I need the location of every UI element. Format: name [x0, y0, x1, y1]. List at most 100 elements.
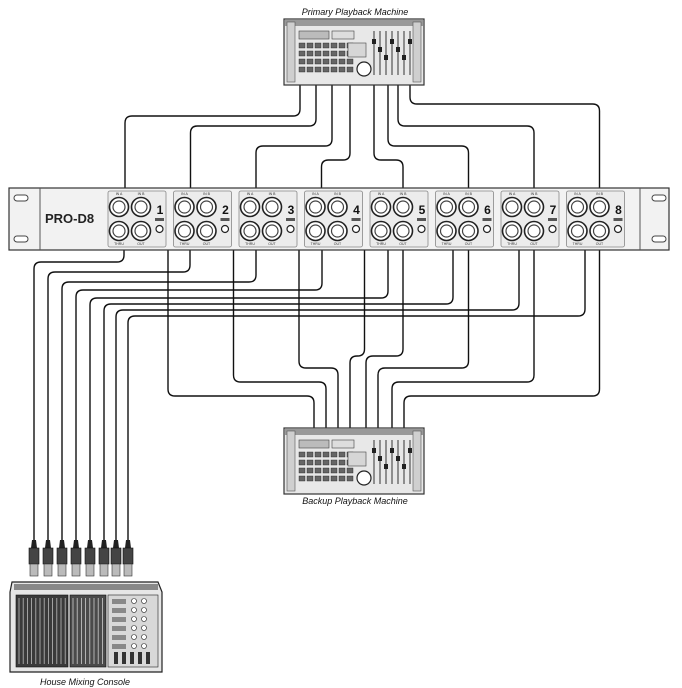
xlr-shell [99, 563, 109, 577]
jack-inner [199, 200, 214, 214]
machine-fader-knob [378, 47, 382, 52]
jack-label-in-a: IN A [378, 192, 385, 196]
jack-inner [177, 200, 192, 214]
machine-button [306, 50, 314, 57]
xlr-shell [71, 563, 81, 577]
machine-button [298, 66, 306, 73]
jack-outer [392, 196, 414, 218]
channel-switch-label [351, 218, 361, 221]
jack-inner [570, 200, 585, 214]
xlr-strain-relief [73, 540, 79, 548]
machine-button [322, 58, 330, 65]
machine-button [322, 42, 330, 49]
channel-switch [220, 224, 230, 234]
jack-label-in-b: IN B [400, 192, 407, 196]
jack-label-out: OUT [465, 242, 473, 246]
channel-switch [417, 224, 426, 234]
jack-inner [243, 224, 257, 238]
primary-to-in-cable [397, 85, 535, 196]
jack-outer [523, 220, 545, 242]
rack-screw-hole [13, 194, 29, 202]
jack-label-in-b: IN B [465, 192, 472, 196]
primary-to-in-cable [189, 85, 317, 196]
primary-to-in-cable [387, 85, 470, 196]
machine-panel [347, 42, 367, 58]
machine-fader-knob [390, 448, 394, 453]
jack-outer [523, 196, 545, 218]
machine-button [322, 475, 330, 482]
jack-label-in-b: IN B [531, 192, 538, 196]
xlr-shell [111, 563, 121, 577]
machine-display [298, 30, 330, 40]
machine-button [330, 58, 338, 65]
jack-inner [199, 224, 214, 238]
xlr-shell [57, 563, 67, 577]
machine-button [346, 475, 354, 482]
xlr-body [110, 547, 122, 565]
channel-switch [548, 224, 557, 234]
channel-switch-label [286, 218, 295, 221]
primary-to-in-cable [255, 85, 333, 196]
jack-inner [505, 224, 519, 238]
console-master-control [112, 608, 126, 613]
machine-top-strip [285, 20, 423, 26]
jack-label-in-b: IN B [203, 192, 210, 196]
channel-number: 4 [353, 203, 360, 217]
jack-inner [461, 200, 476, 214]
console-master-knob [131, 643, 137, 649]
jack-outer [501, 220, 523, 242]
rack-screw-hole [651, 194, 667, 202]
machine-fader-knob [396, 47, 400, 52]
jack-label-in-b: IN B [138, 192, 145, 196]
channel-number: 7 [550, 203, 557, 217]
machine-button [322, 467, 330, 474]
backup-to-in-cable [403, 244, 601, 428]
console-master-fader [130, 652, 134, 664]
jack-outer [327, 220, 348, 242]
jack-outer [196, 220, 217, 242]
channel-switch-label [548, 218, 557, 221]
console-master-fader [138, 652, 142, 664]
machine-button [338, 459, 346, 466]
primary-playback-machine [283, 18, 425, 86]
jack-inner [112, 224, 126, 238]
machine-display [298, 439, 330, 449]
jack-inner [592, 224, 607, 238]
console-master-knob [131, 634, 137, 640]
machine-fader-knob [384, 464, 388, 469]
machine-button [306, 58, 314, 65]
channel-switch-label [155, 218, 164, 221]
machine-display [331, 30, 355, 40]
jack-label-thru: THRU [573, 242, 583, 246]
jack-outer [370, 220, 392, 242]
jack-inner [112, 200, 126, 214]
machine-button [330, 467, 338, 474]
machine-button [322, 50, 330, 57]
jack-inner [134, 224, 148, 238]
jack-label-in-b: IN B [596, 192, 603, 196]
machine-jog-wheel [356, 61, 372, 77]
jack-label-thru: THRU [180, 242, 190, 246]
machine-rack-ear [286, 21, 296, 83]
xlr-strain-relief [87, 540, 93, 548]
jack-label-out: OUT [137, 242, 145, 246]
jack-inner [505, 200, 519, 214]
house-mixing-console [9, 581, 163, 673]
channel-number: 6 [484, 203, 491, 217]
machine-button [338, 66, 346, 73]
machine-button [298, 50, 306, 57]
jack-inner [308, 224, 323, 238]
machine-button [298, 42, 306, 49]
primary-playback-caption: Primary Playback Machine [301, 7, 409, 17]
machine-button [330, 42, 338, 49]
channel-switch-label [482, 218, 492, 221]
channel-number: 5 [419, 203, 426, 217]
rack-screw-hole [651, 235, 667, 243]
jack-label-out: OUT [596, 242, 604, 246]
